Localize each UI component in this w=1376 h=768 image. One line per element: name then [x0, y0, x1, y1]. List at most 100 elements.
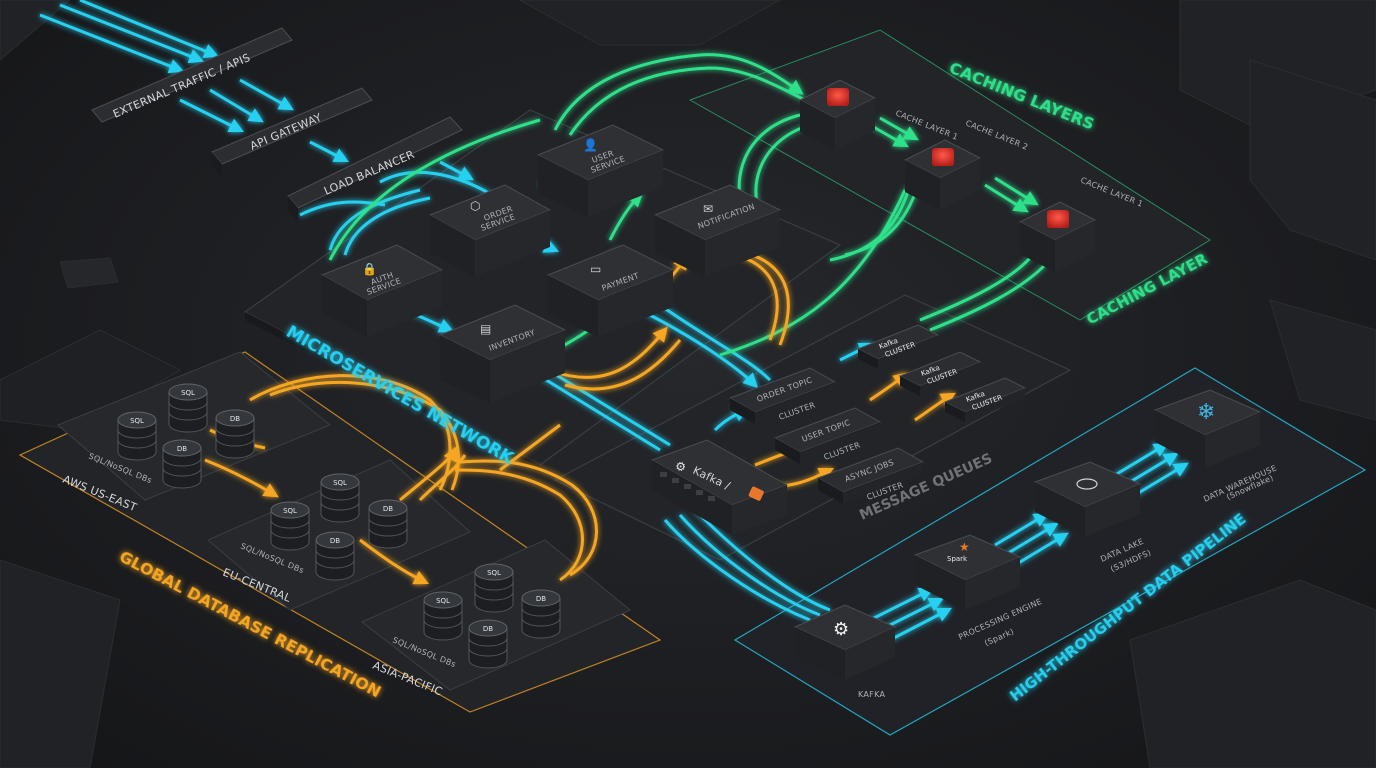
rabbitmq-icon: [748, 486, 764, 501]
kafka-cluster-2[interactable]: Kafka CLUSTER: [898, 351, 982, 396]
kafka-cluster-3[interactable]: Kafka CLUSTER: [943, 377, 1027, 422]
database-ring: [521, 607, 561, 617]
order-service-box[interactable]: ⬡ ORDER SERVICE: [428, 184, 552, 277]
database-ring: [270, 529, 310, 539]
database-cylinder: [162, 447, 202, 489]
database-top: [468, 619, 508, 637]
database-ring: [474, 581, 514, 591]
storage-icon: [1076, 478, 1098, 490]
database-top: [270, 501, 310, 519]
database-label: DB: [330, 537, 340, 545]
database-ring: [423, 619, 463, 629]
database-cylinder: [468, 627, 508, 669]
database-label: DB: [177, 445, 187, 453]
redis-icon: [1047, 210, 1069, 228]
database-label: SQL: [130, 417, 144, 425]
payment-box[interactable]: ▭ PAYMENT: [546, 244, 675, 337]
database-cylinder: [315, 539, 355, 581]
database-label: DB: [383, 505, 393, 513]
window-icon: ▤: [480, 322, 491, 336]
box-icon: ⬡: [470, 199, 480, 213]
database-ring: [468, 647, 508, 657]
database-label: SQL: [181, 389, 195, 397]
database-top: [315, 531, 355, 549]
topic-order[interactable]: ORDER TOPIC CLUSTER: [728, 367, 837, 424]
database-top: [368, 499, 408, 517]
topic-user[interactable]: USER TOPIC CLUSTER: [773, 407, 882, 464]
user-service-box[interactable]: 👤 USER SERVICE: [536, 124, 665, 217]
database-ring: [315, 559, 355, 569]
data-lake-node[interactable]: [1033, 461, 1142, 537]
database-top: [215, 409, 255, 427]
kafka-logo-icon: ⚙: [833, 619, 849, 640]
database-cylinder: [215, 417, 255, 459]
external-traffic-bar: EXTERNAL TRAFFIC / APIS: [91, 27, 293, 123]
database-label: DB: [230, 415, 240, 423]
database-ring: [117, 429, 157, 439]
redis-icon: [827, 88, 849, 106]
database-ring: [162, 467, 202, 477]
database-top: [474, 563, 514, 581]
db-cluster-us-east[interactable]: SQL SQL DB DB: [117, 383, 255, 489]
database-top: [162, 439, 202, 457]
card-icon: ▭: [590, 262, 601, 276]
database-label: SQL: [487, 569, 501, 577]
warehouse-node[interactable]: ❄: [1153, 389, 1262, 468]
notification-box[interactable]: ✉ NOTIFICATION: [653, 184, 782, 277]
database-ring: [368, 517, 408, 527]
database-label: SQL: [283, 507, 297, 515]
spark-logo-text: Spark: [947, 555, 968, 563]
database-ring: [270, 519, 310, 529]
db-cluster-asia-pacific[interactable]: SQL SQL DB DB: [423, 563, 561, 669]
database-ring: [368, 527, 408, 537]
database-ring: [168, 401, 208, 411]
database-cylinder: [270, 509, 310, 551]
database-top: [117, 411, 157, 429]
kafka-broker[interactable]: ⚙ Kafka /: [650, 439, 789, 535]
database-label: DB: [483, 625, 493, 633]
database-ring: [117, 439, 157, 449]
pipeline-kafka-label: KAFKA: [858, 690, 885, 699]
database-cylinder: [117, 419, 157, 461]
mail-icon: ✉: [703, 202, 713, 216]
database-ring: [315, 549, 355, 559]
database-top: [423, 591, 463, 609]
database-cylinder: [168, 391, 208, 433]
database-cylinder: [320, 481, 360, 523]
lock-icon: 🔒: [362, 262, 377, 276]
redis-icon: [932, 148, 954, 166]
database-ring: [521, 617, 561, 627]
database-top: [320, 473, 360, 491]
database-cylinder: [368, 507, 408, 549]
database-ring: [474, 591, 514, 601]
api-gateway-bar[interactable]: API GATEWAY: [211, 87, 373, 178]
spark-node[interactable]: ★ Spark: [913, 534, 1022, 610]
database-label: DB: [536, 595, 546, 603]
database-cylinder: [423, 599, 463, 641]
database-ring: [215, 437, 255, 447]
spark-icon: ★: [959, 540, 970, 554]
database-top: [168, 383, 208, 401]
database-ring: [320, 501, 360, 511]
database-ring: [320, 491, 360, 501]
kafka-cluster-1[interactable]: Kafka CLUSTER: [856, 324, 940, 369]
inventory-box[interactable]: ▤ INVENTORY: [438, 304, 567, 403]
database-ring: [162, 457, 202, 467]
auth-service-box[interactable]: 🔒 AUTH SERVICE: [320, 244, 444, 337]
database-ring: [468, 637, 508, 647]
database-ring: [423, 609, 463, 619]
snowflake-icon: ❄: [1197, 400, 1215, 425]
topic-async[interactable]: ASYNC JOBS CLUSTER: [816, 447, 925, 504]
database-label: SQL: [436, 597, 450, 605]
kafka-logo-icon: ⚙: [673, 458, 689, 475]
pipeline-kafka-node[interactable]: ⚙: [793, 604, 897, 680]
database-cylinder: [521, 597, 561, 639]
database-ring: [168, 411, 208, 421]
database-cylinder: [474, 571, 514, 613]
database-top: [521, 589, 561, 607]
traffic-flows: [39, 0, 875, 622]
